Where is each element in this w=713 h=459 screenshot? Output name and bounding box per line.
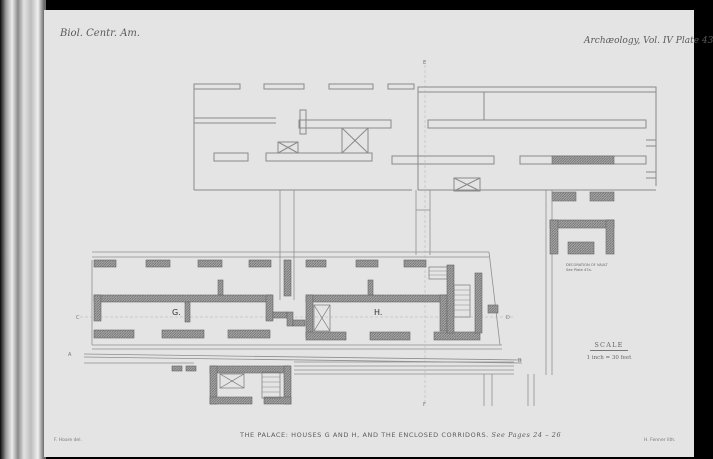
section-mark-f: F <box>423 402 426 408</box>
lower-plan-details <box>219 266 471 399</box>
caption-main: THE PALACE: HOUSES G AND H, AND THE ENCL… <box>240 431 489 439</box>
book-binding-edge <box>0 0 46 459</box>
house-g-h-walls <box>93 219 615 405</box>
annotation-line-2: See Plate 47a. <box>566 268 592 272</box>
caption-reference: See Pages 24 – 26 <box>491 431 562 439</box>
section-mark-a: A <box>68 352 72 358</box>
section-mark-b: B <box>518 358 522 364</box>
palace-floor-plan: G. H. A B C D E F <box>68 60 657 408</box>
credit-right: H. Fenner lith. <box>644 438 676 443</box>
credit-left: F. Hoare del. <box>54 438 82 443</box>
section-mark-c: C <box>76 315 80 321</box>
upper-building <box>193 83 657 192</box>
stair-steps <box>262 270 470 393</box>
scale-title: SCALE <box>590 341 628 351</box>
room-label-h: H. <box>374 308 382 317</box>
section-mark-e: E <box>423 60 426 66</box>
plate-sheet: Biol. Centr. Am. Archæology, Vol. IV Pla… <box>44 10 713 457</box>
header-right-inscription: Archæology, Vol. IV Plate 43 <box>584 36 713 46</box>
room-label-g: G. <box>172 308 181 317</box>
upper-solid-walls <box>551 155 615 202</box>
annotation-line-1: DECORATION OF VAULT <box>566 263 608 267</box>
corridors <box>80 60 553 406</box>
plate-caption: THE PALACE: HOUSES G AND H, AND THE ENCL… <box>240 431 561 439</box>
header-left-inscription: Biol. Centr. Am. <box>60 28 141 39</box>
scale-value: 1 inch = 30 feet <box>586 355 632 361</box>
section-mark-d: D <box>506 315 510 321</box>
vault-decoration-annotation: DECORATION OF VAULT See Plate 47a. <box>566 263 608 273</box>
scale-block: SCALE 1 inch = 30 feet <box>574 332 644 361</box>
